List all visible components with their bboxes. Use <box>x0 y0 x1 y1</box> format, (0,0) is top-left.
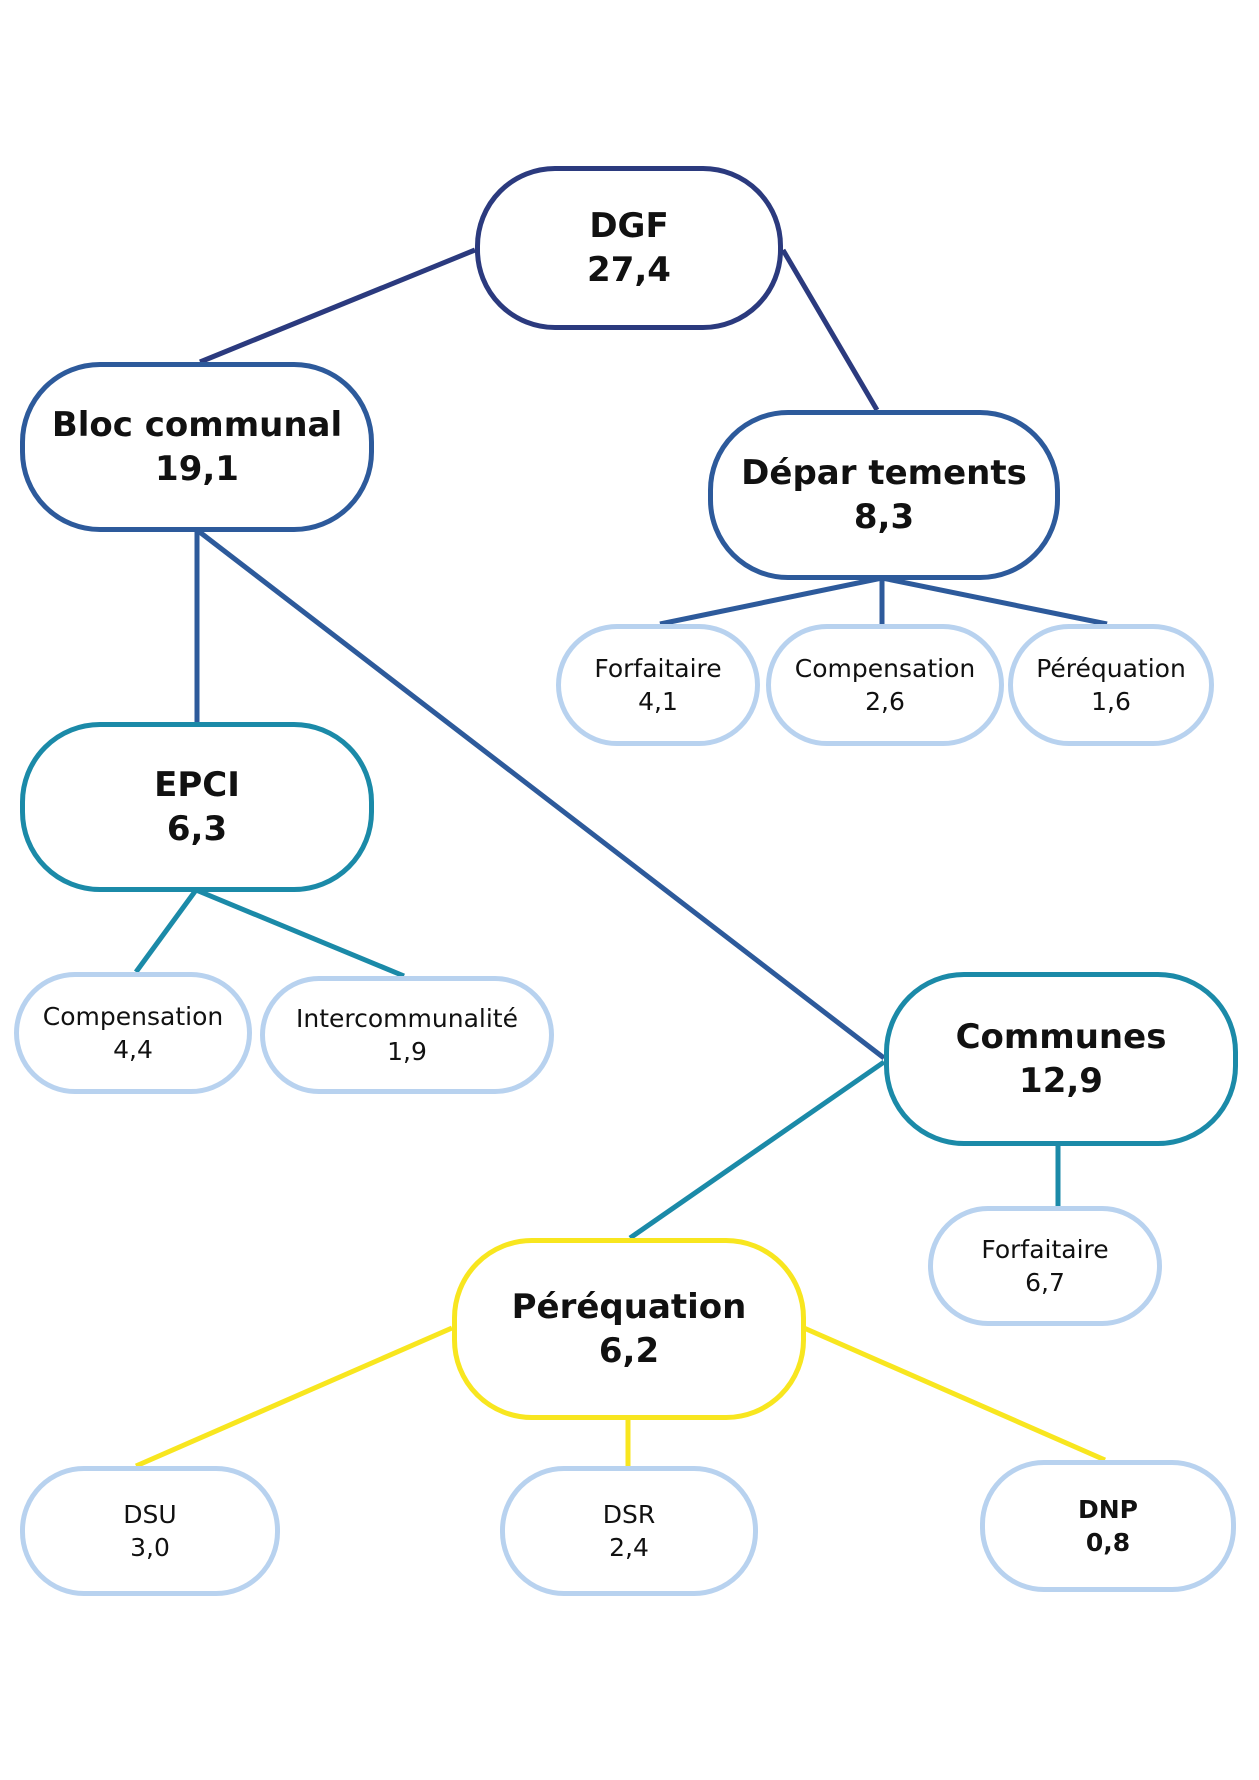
node-label: EPCI <box>154 765 240 805</box>
node-value: 4,1 <box>638 687 678 716</box>
edge-dgf-bloc <box>199 247 476 365</box>
edge-communes-perequation <box>628 1059 886 1241</box>
node-dep-compensation: Compensation 2,6 <box>766 624 1004 746</box>
node-label: Dépar tements <box>741 453 1027 493</box>
node-dnp: DNP 0,8 <box>980 1460 1236 1592</box>
node-perequation: Péréquation 6,2 <box>452 1238 806 1420</box>
node-value: 27,4 <box>587 250 671 290</box>
node-dsr: DSR 2,4 <box>500 1466 758 1596</box>
node-value: 8,3 <box>853 497 915 537</box>
node-epci-compensation: Compensation 4,4 <box>14 972 252 1094</box>
edge-epci-compensation <box>133 888 199 974</box>
node-label: DNP <box>1078 1495 1138 1524</box>
edge-epci-intercommunalite <box>195 887 405 979</box>
node-value: 6,7 <box>1025 1268 1065 1297</box>
node-bloc-communal: Bloc communal 19,1 <box>20 362 374 532</box>
node-communes: Communes 12,9 <box>884 972 1238 1146</box>
edge-pereq-dsu <box>134 1325 454 1469</box>
node-value: 1,6 <box>1091 687 1131 716</box>
node-value: 12,9 <box>1019 1061 1103 1101</box>
node-label: Intercommunalité <box>296 1004 518 1033</box>
node-value: 6,3 <box>166 809 228 849</box>
node-label: Forfaitaire <box>981 1235 1109 1264</box>
node-dep-forfaitaire: Forfaitaire 4,1 <box>556 624 760 746</box>
node-label: Forfaitaire <box>594 654 722 683</box>
edge-dep-forfaitaire <box>659 575 883 627</box>
node-epci: EPCI 6,3 <box>20 722 374 892</box>
node-epci-intercommunalite: Intercommunalité 1,9 <box>260 976 554 1094</box>
node-dgf: DGF 27,4 <box>475 166 783 330</box>
edge-pereq-dnp <box>802 1325 1107 1463</box>
node-value: 2,6 <box>865 687 905 716</box>
node-value: 0,8 <box>1085 1528 1131 1557</box>
node-departements: Dépar tements 8,3 <box>708 410 1060 580</box>
node-label: DSR <box>602 1500 656 1529</box>
node-communes-forfaitaire: Forfaitaire 6,7 <box>928 1206 1162 1326</box>
node-label: Communes <box>955 1017 1167 1057</box>
edge-dep-perequation <box>881 575 1108 627</box>
node-label: Bloc communal <box>51 405 343 445</box>
node-label: DSU <box>123 1500 177 1529</box>
node-value: 1,9 <box>387 1037 427 1066</box>
node-dep-perequation: Péréquation 1,6 <box>1008 624 1214 746</box>
edge-bloc-communes <box>195 528 886 1060</box>
node-value: 3,0 <box>130 1533 170 1562</box>
node-label: Compensation <box>794 654 976 683</box>
node-label: Péréquation <box>1036 654 1186 683</box>
edge-dgf-departements <box>780 248 880 412</box>
node-label: Compensation <box>42 1002 224 1031</box>
node-dsu: DSU 3,0 <box>20 1466 280 1596</box>
node-value: 4,4 <box>113 1035 153 1064</box>
node-label: Péréquation <box>511 1287 747 1327</box>
node-label: DGF <box>589 206 669 246</box>
node-value: 2,4 <box>609 1533 649 1562</box>
node-value: 6,2 <box>598 1331 660 1371</box>
node-value: 19,1 <box>155 449 239 489</box>
